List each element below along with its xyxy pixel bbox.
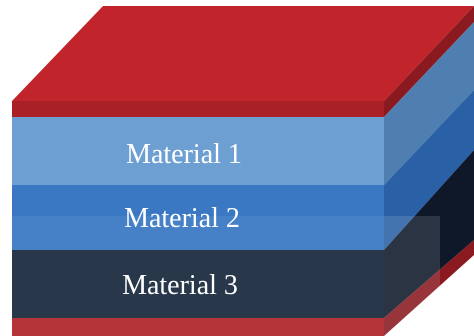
front-layer-2-highlight — [12, 216, 384, 250]
side-cap-top — [384, 6, 474, 117]
front-layer-3 — [12, 250, 384, 318]
overlay-panel — [384, 216, 440, 336]
material-3-label: Material 3 — [122, 270, 238, 301]
top-face — [12, 6, 474, 101]
front-layer-1 — [12, 117, 384, 185]
material-2-label: Material 2 — [124, 203, 240, 234]
material-1-label: Material 1 — [126, 139, 242, 170]
front-cap-bottom — [12, 318, 384, 336]
side-layer-1 — [384, 22, 474, 185]
side-layer-2 — [384, 90, 474, 250]
top-face-rim — [12, 101, 384, 117]
side-cap-bottom — [384, 240, 474, 336]
side-layer-3 — [384, 150, 474, 318]
